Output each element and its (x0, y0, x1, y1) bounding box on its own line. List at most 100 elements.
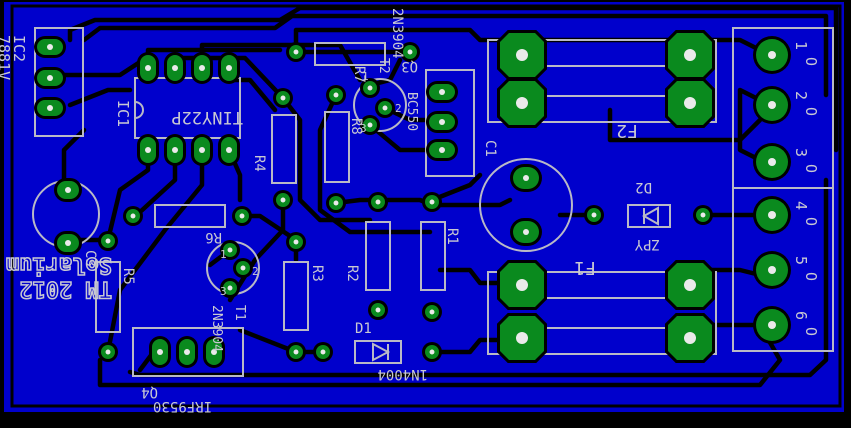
terminal-pin-marker-4: O (802, 217, 820, 226)
designer-signature: TM 2012 Solarium (5, 251, 112, 302)
terminal-pin-marker-6: O (802, 327, 820, 336)
ic1-outline (134, 77, 241, 139)
f2-pad-1 (497, 30, 547, 80)
f1-pad-1 (497, 260, 547, 310)
terminal-pin-marker-5: O (802, 272, 820, 281)
q4-pad-3 (203, 336, 225, 368)
label-t1-value: 2N3904 (209, 305, 224, 352)
svg-text:TM 2012: TM 2012 (19, 276, 112, 301)
r8-pad-1 (326, 85, 346, 105)
r4-pad-2 (273, 190, 293, 210)
r2-outline (365, 221, 391, 291)
label-r7-ref: R7 (351, 66, 367, 83)
label-d2-ref: D2 (635, 179, 652, 195)
terminal-pin-label-2: 2 (792, 91, 810, 100)
q4-pad-2 (176, 336, 198, 368)
r7-pad-2 (400, 42, 420, 62)
r3-pad-2 (286, 342, 306, 362)
label-t1-ref: T1 (232, 305, 247, 321)
q3-pad-3 (426, 139, 458, 161)
c3-pad-plus (54, 178, 82, 202)
f2-pad-3 (665, 30, 715, 80)
f2-pad-4 (665, 78, 715, 128)
c3-pad-minus (54, 231, 82, 255)
r6-pad-2 (232, 206, 252, 226)
q3-pad-1 (426, 81, 458, 103)
r5-outline (95, 261, 121, 333)
f2-outline (487, 39, 717, 123)
q4-pad-1 (149, 336, 171, 368)
label-t2-ref: T2 (376, 58, 391, 74)
label-f1-ref: F1 (574, 257, 596, 278)
label-d1-ref: D1 (355, 321, 372, 337)
label-r5-ref: R5 (120, 268, 136, 285)
terminal-block-outline (732, 27, 834, 352)
r4-pad-1 (273, 88, 293, 108)
t1-pin-label-2: 2 (252, 265, 259, 278)
terminal-pad-3 (753, 143, 791, 181)
r1-pad-1 (422, 192, 442, 212)
f1-pad-2 (497, 313, 547, 363)
t2-pin-label-2: 2 (395, 102, 402, 115)
q4-outline (132, 327, 244, 377)
terminal-pad-5 (753, 251, 791, 289)
t1-pad-3 (220, 278, 240, 298)
ic2-pad-2 (34, 67, 66, 89)
r6-pad-1 (123, 206, 143, 226)
r2-pad-2 (368, 300, 388, 320)
silkscreen-labels: TINY22P IC1 IC2 7881V 2N3904 Q3 T2 BC550… (0, 8, 660, 414)
label-q3-ref: Q3 (401, 58, 418, 74)
pads (34, 30, 791, 368)
f1-pad-3 (665, 260, 715, 310)
terminal-pin-label-3: 3 (792, 148, 810, 157)
r7-outline (314, 42, 386, 66)
d2-pad-2 (693, 205, 713, 225)
terminal-pin-label-1: 1 (792, 41, 810, 50)
label-ic2-value: 7881V (0, 35, 13, 80)
ic1-pad-bottom-1 (137, 134, 159, 166)
svg-text:Solarium: Solarium (6, 252, 112, 277)
terminal-pin-marker-3: O (802, 164, 820, 173)
label-d1-value: 1N4004 (377, 366, 428, 382)
terminal-pin-label-5: 5 (792, 256, 810, 265)
label-q3-value: 2N3904 (389, 8, 405, 59)
r3-outline (283, 261, 309, 331)
t2-pad-1 (360, 78, 380, 98)
r3-pad-1 (286, 232, 306, 252)
f1-pad-4 (665, 313, 715, 363)
terminal-pin-label-6: 6 (792, 311, 810, 320)
t2-pad-3 (360, 115, 380, 135)
r5-pad-1 (98, 231, 118, 251)
terminal-pad-6 (753, 306, 791, 344)
t1-pad-1 (220, 240, 240, 260)
t1-pin-label-1: 1 (220, 248, 227, 261)
terminal-pin-marker-1: O (802, 57, 820, 66)
ic2-pad-1 (34, 36, 66, 58)
f1-outline (487, 271, 717, 355)
terminal-pad-1 (753, 36, 791, 74)
d2-outline (627, 204, 671, 228)
t2-outline (353, 78, 407, 132)
ic1-pad-top-1 (137, 52, 159, 84)
r4-outline (271, 114, 297, 184)
ic1-pad-top-4 (218, 52, 240, 84)
label-q4-value: IRF9530 (153, 398, 212, 414)
r2-pad-1 (368, 192, 388, 212)
label-t2-value: BC550 (404, 92, 419, 131)
label-r2-ref: R2 (344, 265, 360, 282)
ic1-pad-bottom-3 (191, 134, 213, 166)
terminal-pin-label-4: 4 (792, 201, 810, 210)
d1-pad-2 (422, 342, 442, 362)
r8-outline (324, 111, 350, 183)
r5-pad-2 (98, 342, 118, 362)
label-ic1-value: TINY22P (171, 107, 243, 127)
q3-pad-2 (426, 111, 458, 133)
q3-outline (425, 69, 475, 177)
label-ic1-ref: IC1 (114, 100, 132, 127)
f2-pad-2 (497, 78, 547, 128)
label-r6-ref: R6 (205, 229, 222, 245)
label-c3-ref: C3 (82, 250, 98, 267)
